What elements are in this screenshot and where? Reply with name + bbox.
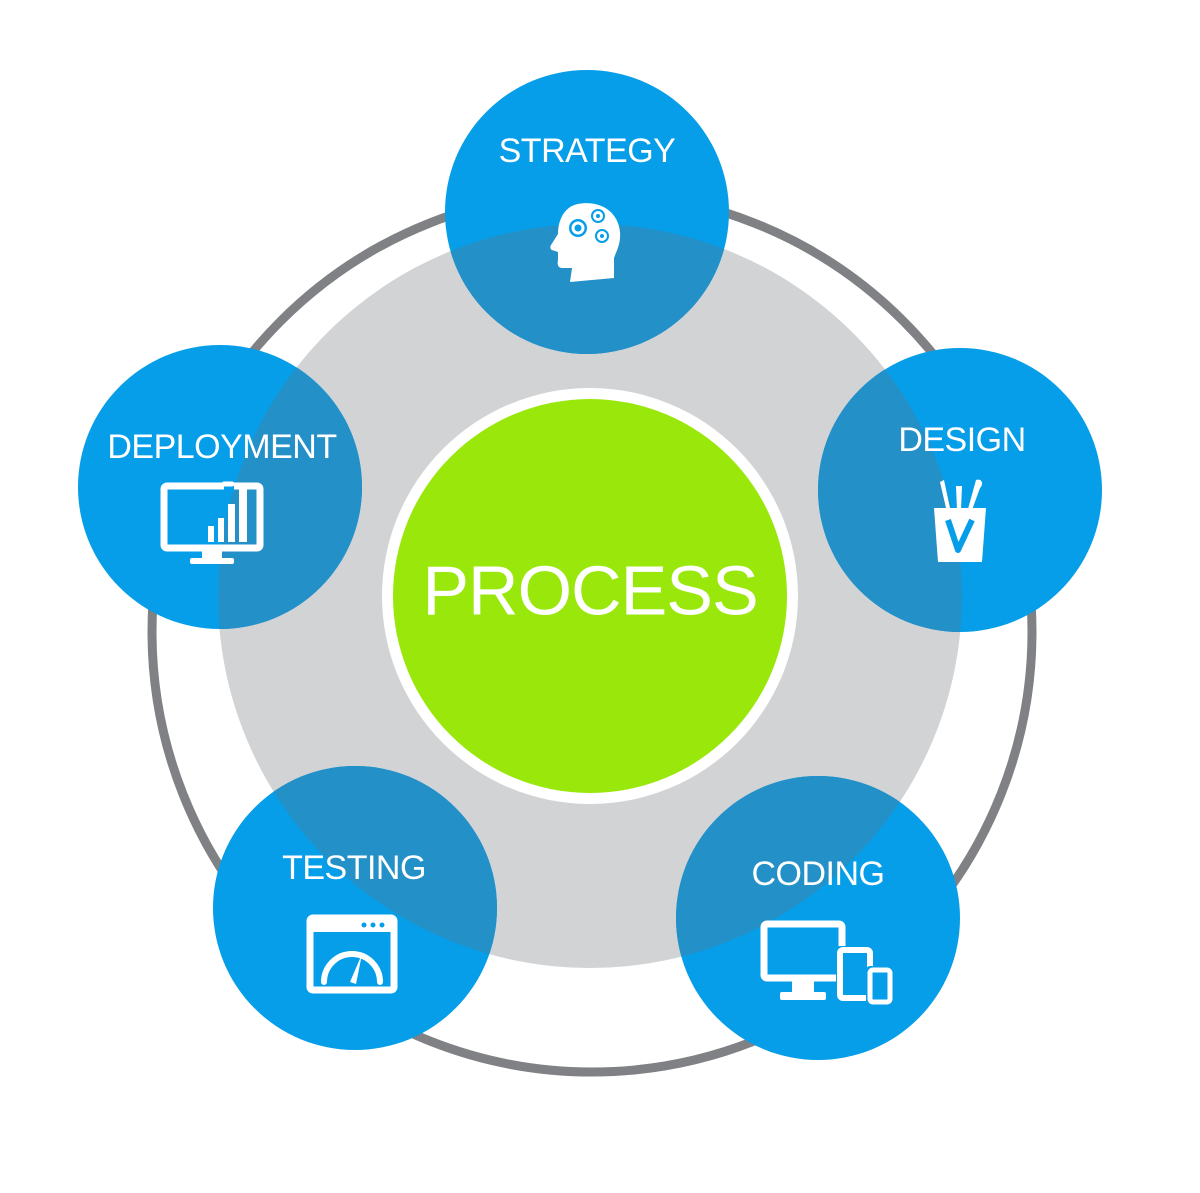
stage-label-strategy: STRATEGY — [499, 132, 676, 170]
stage-label-coding: CODING — [752, 855, 885, 893]
stage-label-testing: TESTING — [282, 849, 426, 887]
stage-label-design: DESIGN — [898, 421, 1025, 459]
head-gears-icon — [550, 203, 621, 282]
overlap-strategy — [445, 224, 729, 354]
stage-label-deployment: DEPLOYMENT — [107, 428, 336, 466]
devices-icon — [760, 920, 894, 1006]
center-label: PROCESS — [422, 551, 757, 629]
speedometer-window-icon — [306, 914, 398, 994]
center-circle[interactable] — [393, 399, 787, 793]
brush-cup-icon — [934, 479, 986, 562]
monitor-chart-icon — [160, 480, 264, 564]
